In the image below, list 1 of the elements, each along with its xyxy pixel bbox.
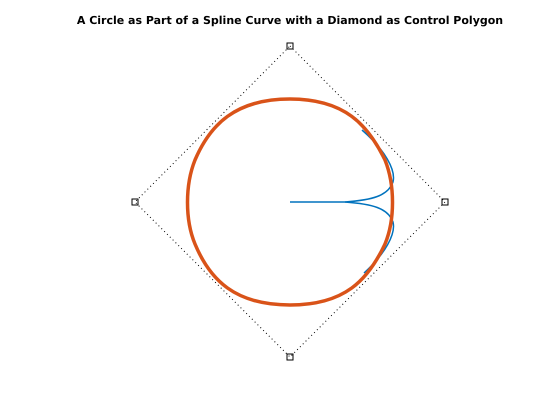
chart-title: A Circle as Part of a Spline Curve with a Diamond as Control Polygon (76, 14, 504, 27)
